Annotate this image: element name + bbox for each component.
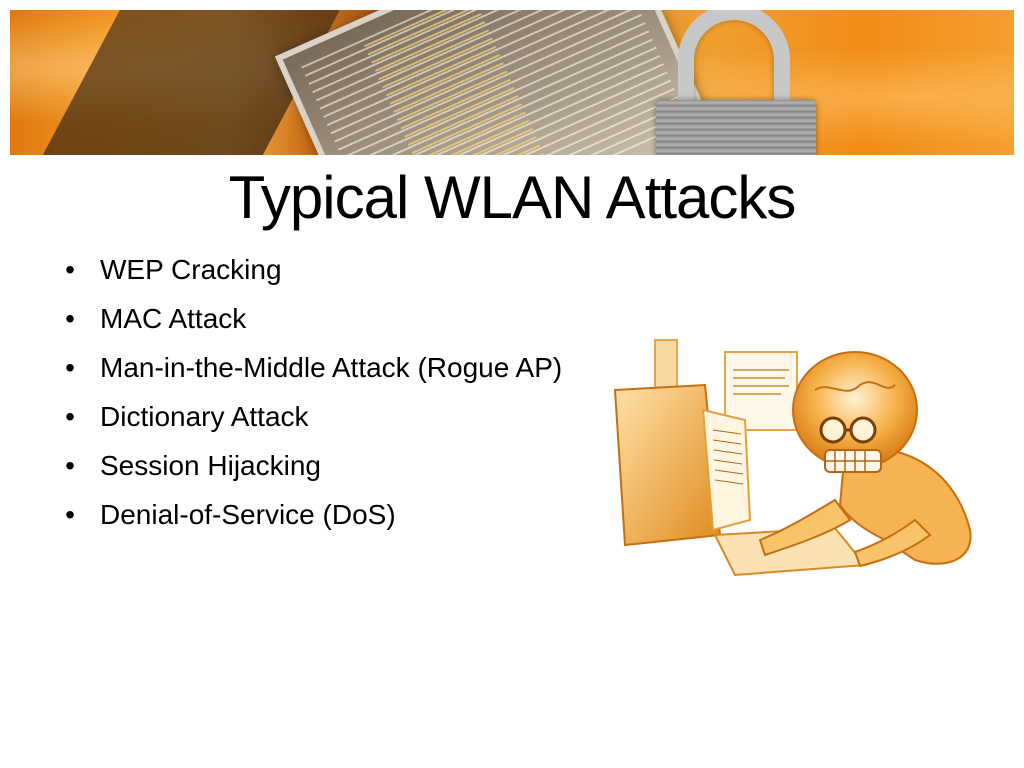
monitor-icon xyxy=(613,383,722,547)
padlock-shackle xyxy=(678,10,790,114)
bullet-dot: • xyxy=(65,352,75,383)
glasses-right xyxy=(849,416,877,444)
hacker-body xyxy=(838,447,972,565)
bullet-list: • WEP Cracking • MAC Attack • Man-in-the-Mi… xyxy=(60,252,562,546)
bullet-text: Man-in-the-Middle Attack (Rogue AP) xyxy=(100,352,563,383)
bullet-dot: • xyxy=(65,401,75,432)
hacker-arm xyxy=(758,498,852,557)
hacker-skull-illustration xyxy=(613,339,972,577)
code-screen xyxy=(274,10,718,155)
bullet-item: • Dictionary Attack xyxy=(60,399,562,448)
bullet-dot: • xyxy=(65,499,75,530)
bullet-text: Dictionary Attack xyxy=(100,401,309,432)
paper-strip xyxy=(654,339,678,391)
bullet-dot: • xyxy=(65,303,75,334)
bullet-item: • Session Hijacking xyxy=(60,448,562,497)
bullet-item: • Man-in-the-Middle Attack (Rogue AP) xyxy=(60,350,562,399)
bullet-text: Denial-of-Service (DoS) xyxy=(100,499,396,530)
bullet-item: • Denial-of-Service (DoS) xyxy=(60,497,562,546)
paper-note xyxy=(724,351,798,431)
glasses-left xyxy=(819,416,847,444)
bullet-text: Session Hijacking xyxy=(100,450,321,481)
header-banner-image xyxy=(10,10,1014,155)
padlock-icon xyxy=(656,100,816,155)
screen-text-lines xyxy=(712,429,744,485)
bullet-text: WEP Cracking xyxy=(100,254,282,285)
skull-cracks xyxy=(814,381,896,392)
bullet-item: • WEP Cracking xyxy=(60,252,562,301)
slide-title: Typical WLAN Attacks xyxy=(228,164,797,231)
bullet-text: MAC Attack xyxy=(100,303,247,334)
paper-note-lines xyxy=(733,369,789,395)
hacker-arm-right xyxy=(853,518,932,568)
bullet-item: • MAC Attack xyxy=(60,301,562,350)
teeth-lines xyxy=(825,450,881,472)
bullet-dot: • xyxy=(65,450,75,481)
bullet-dot: • xyxy=(65,254,75,285)
